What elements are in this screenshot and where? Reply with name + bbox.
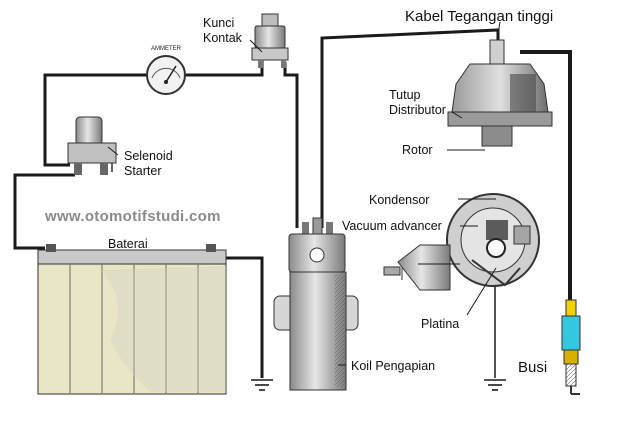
leader-lines xyxy=(107,21,501,366)
wire-ammeter-selenoid xyxy=(43,73,150,167)
ammeter-label: AMMETER xyxy=(151,46,182,52)
label-busi: Busi xyxy=(518,359,547,376)
ground-symbol-battery xyxy=(251,379,273,391)
wire-selenoid-battery xyxy=(13,173,75,250)
ignition-switch xyxy=(251,13,289,68)
label-kabel-tegangan-tinggi: Kabel Tegangan tinggi xyxy=(405,8,553,25)
label-rotor: Rotor xyxy=(402,143,433,157)
label-vacuum-advancer: Vacuum advancer xyxy=(342,219,442,233)
label-kunci-kontak-2: Kontak xyxy=(203,31,243,45)
selenoid-starter xyxy=(67,116,117,175)
ground-symbol-distributor xyxy=(484,379,506,391)
wire-battery-ground xyxy=(220,256,264,378)
wire-ammeter-kunci xyxy=(183,60,264,77)
wire-high-tension xyxy=(520,50,572,305)
battery xyxy=(37,244,227,395)
label-tutup-distributor-2: Distributor xyxy=(389,103,446,117)
distributor-cap xyxy=(447,39,553,147)
label-platina: Platina xyxy=(421,317,459,331)
wire-kunci-koil xyxy=(283,62,299,228)
label-selenoid-1: Selenoid xyxy=(124,149,173,163)
label-baterai: Baterai xyxy=(108,237,148,251)
ignition-coil xyxy=(273,217,359,391)
label-tutup-distributor-1: Tutup xyxy=(389,88,421,102)
distributor-body xyxy=(383,193,540,291)
label-kondensor: Kondensor xyxy=(369,193,429,207)
label-kunci-kontak-1: Kunci xyxy=(203,16,234,30)
spark-plug xyxy=(561,299,581,395)
wiring xyxy=(13,28,572,378)
label-selenoid-2: Starter xyxy=(124,164,162,178)
watermark: www.otomotifstudi.com xyxy=(44,208,221,225)
ammeter: AMMETER xyxy=(146,46,186,95)
label-koil-pengapian: Koil Pengapian xyxy=(351,359,435,373)
